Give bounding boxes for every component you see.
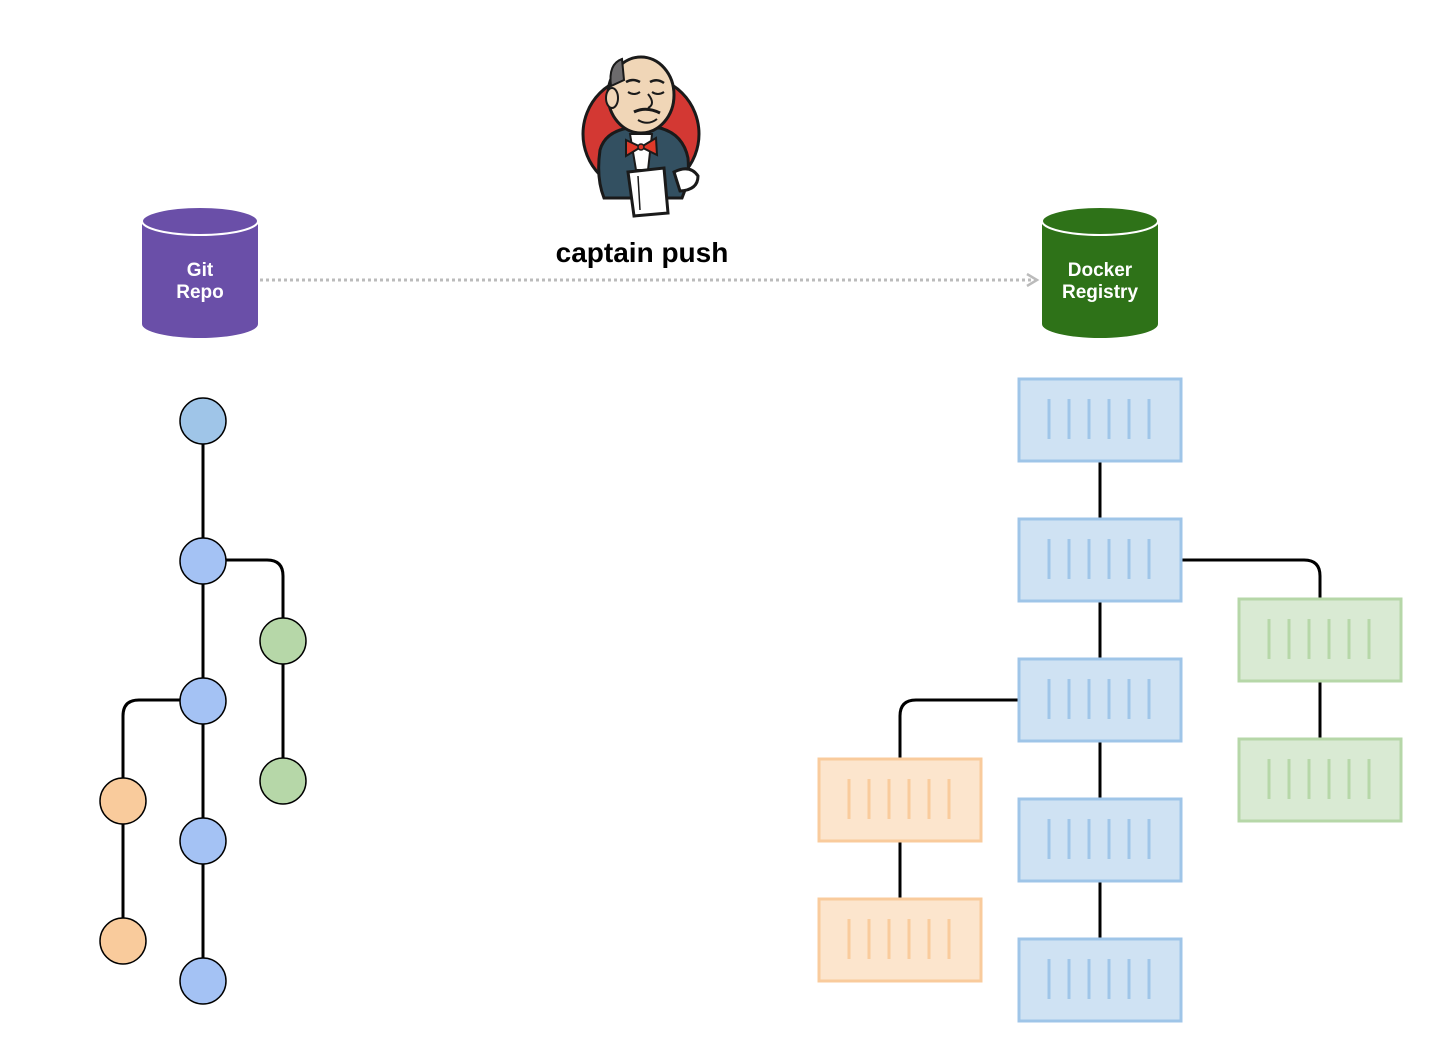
docker-registry-label-line2: Registry <box>1062 282 1138 303</box>
docker-registry-top <box>1041 206 1159 236</box>
git-commit-node-green <box>259 757 307 805</box>
docker-image-block-orange <box>817 757 983 843</box>
git-commit-node-green <box>259 617 307 665</box>
git-green-branch-line <box>203 558 285 780</box>
git-commit-node-orange <box>99 777 147 825</box>
docker-registry-label-line1: Docker <box>1068 260 1133 281</box>
git-commit-node <box>179 957 227 1005</box>
git-repo-top <box>141 206 259 236</box>
git-commit-node <box>179 817 227 865</box>
git-commit-tree <box>99 397 307 1005</box>
docker-registry-body <box>1042 221 1158 338</box>
docker-image-block <box>1017 517 1183 603</box>
image-green-branch-line <box>1180 558 1322 600</box>
docker-image-block-green <box>1237 597 1403 683</box>
docker-image-block <box>1017 657 1183 743</box>
git-repo-cylinder: Git Repo <box>141 206 259 338</box>
docker-image-tree <box>817 377 1403 1023</box>
docker-image-block <box>1017 937 1183 1023</box>
docker-image-block <box>1017 797 1183 883</box>
git-commit-node-orange <box>99 917 147 965</box>
git-commit-node <box>179 397 227 445</box>
docker-image-block-orange <box>817 897 983 983</box>
git-repo-label-line2: Repo <box>176 282 224 303</box>
docker-registry-cylinder: Docker Registry <box>1041 206 1159 338</box>
command-label: captain push <box>556 237 729 268</box>
docker-image-block <box>1017 377 1183 463</box>
image-orange-branch-line <box>898 698 1020 760</box>
docker-image-block-green <box>1237 737 1403 823</box>
jenkins-butler-mascot-icon <box>581 55 701 218</box>
git-orange-branch-line <box>121 698 203 940</box>
git-repo-body <box>142 221 258 338</box>
git-commit-node <box>179 537 227 585</box>
git-commit-node <box>179 677 227 725</box>
git-repo-label-line1: Git <box>187 260 214 281</box>
